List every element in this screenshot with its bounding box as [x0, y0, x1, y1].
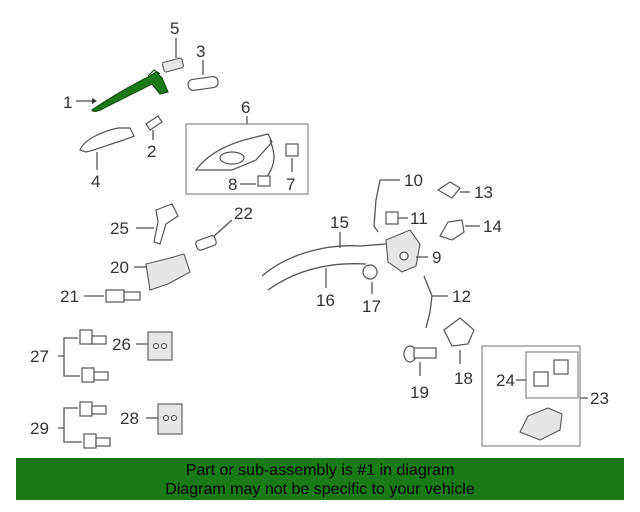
- part-1-outer-handle[interactable]: [91, 69, 169, 112]
- callout-29[interactable]: 29: [30, 419, 49, 438]
- part-9-latch[interactable]: [385, 229, 421, 273]
- part-14-bracket[interactable]: [439, 219, 465, 241]
- leader-27: [58, 337, 80, 377]
- part-11-clip[interactable]: [385, 211, 399, 225]
- part-6-hole: [219, 151, 245, 165]
- leader-29: [58, 407, 82, 443]
- part-21-bolt-shank[interactable]: [123, 291, 141, 301]
- callout-3[interactable]: 3: [196, 42, 205, 61]
- part-7-cap[interactable]: [285, 143, 299, 157]
- diagram-notice-banner: Part or sub-assembly is #1 in diagram Di…: [16, 458, 624, 500]
- part-5-pad[interactable]: [161, 57, 185, 73]
- callout-20[interactable]: 20: [110, 258, 129, 277]
- callout-9[interactable]: 9: [432, 248, 441, 267]
- callout-22[interactable]: 22: [234, 204, 253, 223]
- part-24-clip-a[interactable]: [533, 371, 549, 387]
- part-28-hole-b: [170, 414, 178, 422]
- part-28-plate[interactable]: [157, 403, 183, 435]
- callout-7[interactable]: 7: [286, 175, 295, 194]
- part-29-bolt-b-shank[interactable]: [95, 437, 111, 447]
- part-8-wire: [265, 139, 275, 179]
- part-20-hinge[interactable]: [145, 253, 191, 291]
- callout-23[interactable]: 23: [590, 389, 609, 408]
- part-8-connector[interactable]: [257, 175, 271, 187]
- leader-22: [213, 219, 233, 237]
- callout-5[interactable]: 5: [170, 19, 179, 38]
- callout-25[interactable]: 25: [110, 219, 129, 238]
- part-24-clip-b[interactable]: [553, 359, 569, 375]
- callout-10[interactable]: 10: [404, 171, 423, 190]
- part-22-bushing[interactable]: [195, 235, 217, 251]
- part-9-pivot: [399, 251, 409, 261]
- part-18-striker[interactable]: [443, 317, 475, 347]
- arrow-1: [92, 98, 97, 104]
- callout-28[interactable]: 28: [120, 409, 139, 428]
- banner-line-2: Diagram may not be specific to your vehi…: [165, 481, 475, 498]
- part-26-hole-b: [160, 342, 168, 350]
- part-21-bolt-head[interactable]: [105, 289, 125, 303]
- part-4-gasket[interactable]: [79, 127, 135, 153]
- callout-13[interactable]: 13: [474, 183, 493, 202]
- callout-6[interactable]: 6: [241, 98, 250, 117]
- part-29-bolt-b-head[interactable]: [83, 433, 97, 449]
- banner-line-1: Part or sub-assembly is #1 in diagram: [185, 462, 455, 479]
- callout-19[interactable]: 19: [410, 383, 429, 402]
- callout-27[interactable]: 27: [30, 347, 49, 366]
- callout-14[interactable]: 14: [483, 217, 502, 236]
- part-29-bolt-a-head[interactable]: [79, 401, 93, 417]
- callout-18[interactable]: 18: [454, 369, 473, 388]
- callout-26[interactable]: 26: [112, 335, 131, 354]
- callout-16[interactable]: 16: [316, 291, 335, 310]
- callout-2[interactable]: 2: [147, 142, 156, 161]
- callout-21[interactable]: 21: [60, 287, 79, 306]
- part-29-bolt-a-shank[interactable]: [91, 405, 107, 415]
- part-27-bolt-a-head[interactable]: [79, 329, 93, 345]
- callout-17[interactable]: 17: [362, 297, 381, 316]
- part-25-cylinder[interactable]: [153, 203, 179, 245]
- part-2-clip[interactable]: [145, 115, 163, 131]
- part-13-clip[interactable]: [436, 181, 461, 199]
- callout-8[interactable]: 8: [228, 175, 237, 194]
- part-27-bolt-b-head[interactable]: [81, 367, 95, 383]
- callout-11[interactable]: 11: [410, 209, 428, 228]
- part-26-plate[interactable]: [147, 331, 173, 361]
- callout-1[interactable]: 1: [63, 93, 72, 112]
- callout-4[interactable]: 4: [91, 172, 100, 191]
- part-10-rod[interactable]: [373, 179, 381, 233]
- group-box-24: [525, 351, 579, 399]
- part-15-cable[interactable]: [261, 243, 387, 277]
- part-28-hole-a: [162, 414, 170, 422]
- callout-15[interactable]: 15: [330, 213, 349, 232]
- part-17-grommet[interactable]: [362, 264, 378, 280]
- part-16-cable[interactable]: [267, 263, 367, 291]
- callout-24[interactable]: 24: [496, 371, 515, 390]
- part-27-bolt-a-shank[interactable]: [91, 335, 107, 345]
- part-27-bolt-b-shank[interactable]: [93, 371, 109, 381]
- part-23-bracket[interactable]: [519, 407, 563, 441]
- part-19-bolt-shank[interactable]: [413, 347, 437, 359]
- part-26-hole-a: [152, 342, 160, 350]
- part-3-cap[interactable]: [187, 76, 219, 91]
- callout-12[interactable]: 12: [452, 287, 471, 306]
- part-12-rod[interactable]: [423, 275, 433, 329]
- group-box-23: [481, 345, 581, 447]
